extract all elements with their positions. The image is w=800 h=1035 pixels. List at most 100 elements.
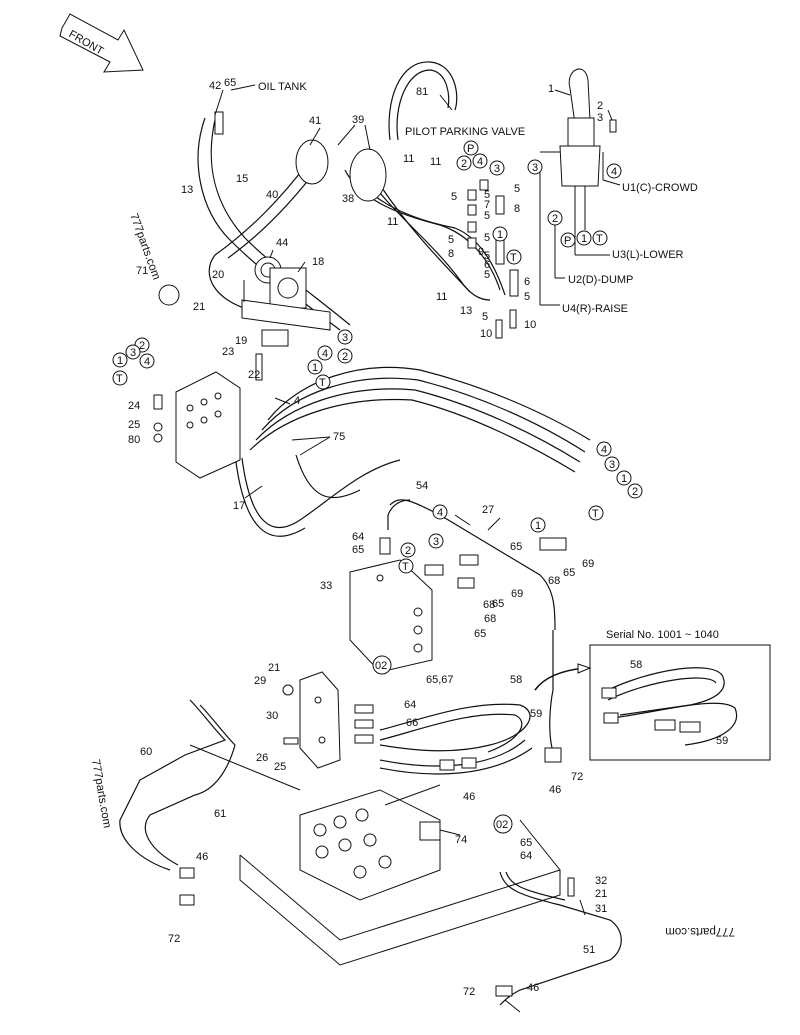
pn-39: 39 [352,114,364,126]
marker-4-hose: 4 [601,444,607,456]
marker-1-valve: 1 [497,229,503,241]
pn-32: 32 [595,875,607,887]
pn-2-joystick: 2 [597,100,603,112]
pn-29: 29 [254,675,266,687]
hoses-58-59 [354,703,533,775]
pn-5-g: 5 [484,250,490,262]
marker-T-joystick: T [596,233,603,245]
pn-72-left: 72 [168,933,180,945]
pn-65-low: 65 [520,837,532,849]
pn-46-right: 46 [549,784,561,796]
pn-41: 41 [309,115,321,127]
marker-2-hose: 2 [632,486,638,498]
pn-38: 38 [342,193,354,205]
pn-5-i: 5 [524,291,530,303]
pn-65-mid-e: 65 [474,628,486,640]
marker-3-hose: 3 [609,459,615,471]
pn-74: 74 [455,834,467,846]
pn-31: 31 [595,903,607,915]
marker-T-valve: T [510,252,517,264]
pn-68-b: 68 [483,599,495,611]
marker-1-joystick: 1 [581,233,587,245]
base-plate [189,744,561,966]
pn-15: 15 [236,173,248,185]
pn-72-bottom: 72 [463,986,475,998]
pn-13-top: 13 [181,184,193,196]
pn-64-bottom: 64 [520,850,532,862]
label-pilot-parking-valve: PILOT PARKING VALVE [405,126,525,138]
pilot-block [349,499,567,673]
joystick [559,68,617,230]
pn-26: 26 [256,752,268,764]
marker-3-mid: 3 [433,536,439,548]
pn-46-left: 46 [196,851,208,863]
pn-8-b: 8 [448,248,454,260]
pn-20: 20 [212,269,224,281]
bracket-plate [282,671,341,769]
marker-4-block: 4 [322,348,328,360]
marker-1-block: 1 [312,362,318,374]
pn-65-mid-d: 65 [492,598,504,610]
steel-line-51 [495,871,622,1006]
pn-80: 80 [128,434,140,446]
pn-68-a: 68 [548,575,560,587]
pilot-hoses [158,61,506,381]
pn-10-b: 10 [480,328,492,340]
pn-33: 33 [320,580,332,592]
watermark-left-bottom: 777parts.com [89,758,113,829]
pn-42: 42 [209,80,221,92]
marker-2-valve: 2 [461,158,467,170]
leader-lines [214,84,621,1013]
pn-25-low: 25 [274,761,286,773]
label-u2-dump: U2(D)-DUMP [568,274,633,286]
marker-2-mid: 2 [405,545,411,557]
pn-58: 58 [510,674,522,686]
pn-13-mid: 13 [460,305,472,317]
pn-65-mid-c: 65 [563,567,575,579]
pn-5-c: 5 [514,183,520,195]
marker-4-joystick: 4 [611,166,617,178]
pn-66: 66 [406,717,418,729]
pn-8: 8 [514,203,520,215]
marker-2-block: 2 [342,351,348,363]
pn-6-b: 6 [524,276,530,288]
pn-17: 17 [233,500,245,512]
label-serial: Serial No. 1001 ~ 1040 [606,629,719,641]
pn-75: 75 [333,431,345,443]
pn-21-top: 21 [193,301,205,313]
marker-4-plate: 4 [144,356,150,368]
marker-3-block: 3 [342,332,348,344]
marker-T-hose: T [592,508,599,520]
marker-T-block: T [319,377,326,389]
pilot-valve-fittings [467,179,519,339]
pn-5-a: 5 [451,191,457,203]
pn-64-mid: 64 [352,531,364,543]
pn-59: 59 [530,708,542,720]
marker-3-plate: 3 [130,347,136,359]
pn-5-b: 5 [484,189,490,201]
pn-5-e: 5 [448,234,454,246]
pn-72-right: 72 [571,771,583,783]
marker-02-valve: 02 [496,819,508,831]
pn-9: 9 [478,246,484,258]
pn-64-low: 64 [404,699,416,711]
bulkhead-plate [153,371,241,479]
steel-lines-60-61 [119,699,236,906]
pn-3-joystick: 3 [597,112,603,124]
pn-81: 81 [416,86,428,98]
pn-58-inset: 58 [630,659,642,671]
marker-4-mid: 4 [437,507,443,519]
marker-1-mid: 1 [535,520,541,532]
marker-02-block: 02 [375,660,387,672]
pn-6-a: 6 [484,259,490,271]
line-54-lower [549,630,554,749]
pn-21-mid: 21 [268,662,280,674]
pn-11-d: 11 [436,291,447,303]
pn-40: 40 [266,189,278,201]
marker-2-joystick: 2 [552,213,558,225]
pn-25-top: 25 [128,419,140,431]
pn-44: 44 [276,237,288,249]
pn-23: 23 [222,346,234,358]
pn-59-inset: 59 [716,735,728,747]
